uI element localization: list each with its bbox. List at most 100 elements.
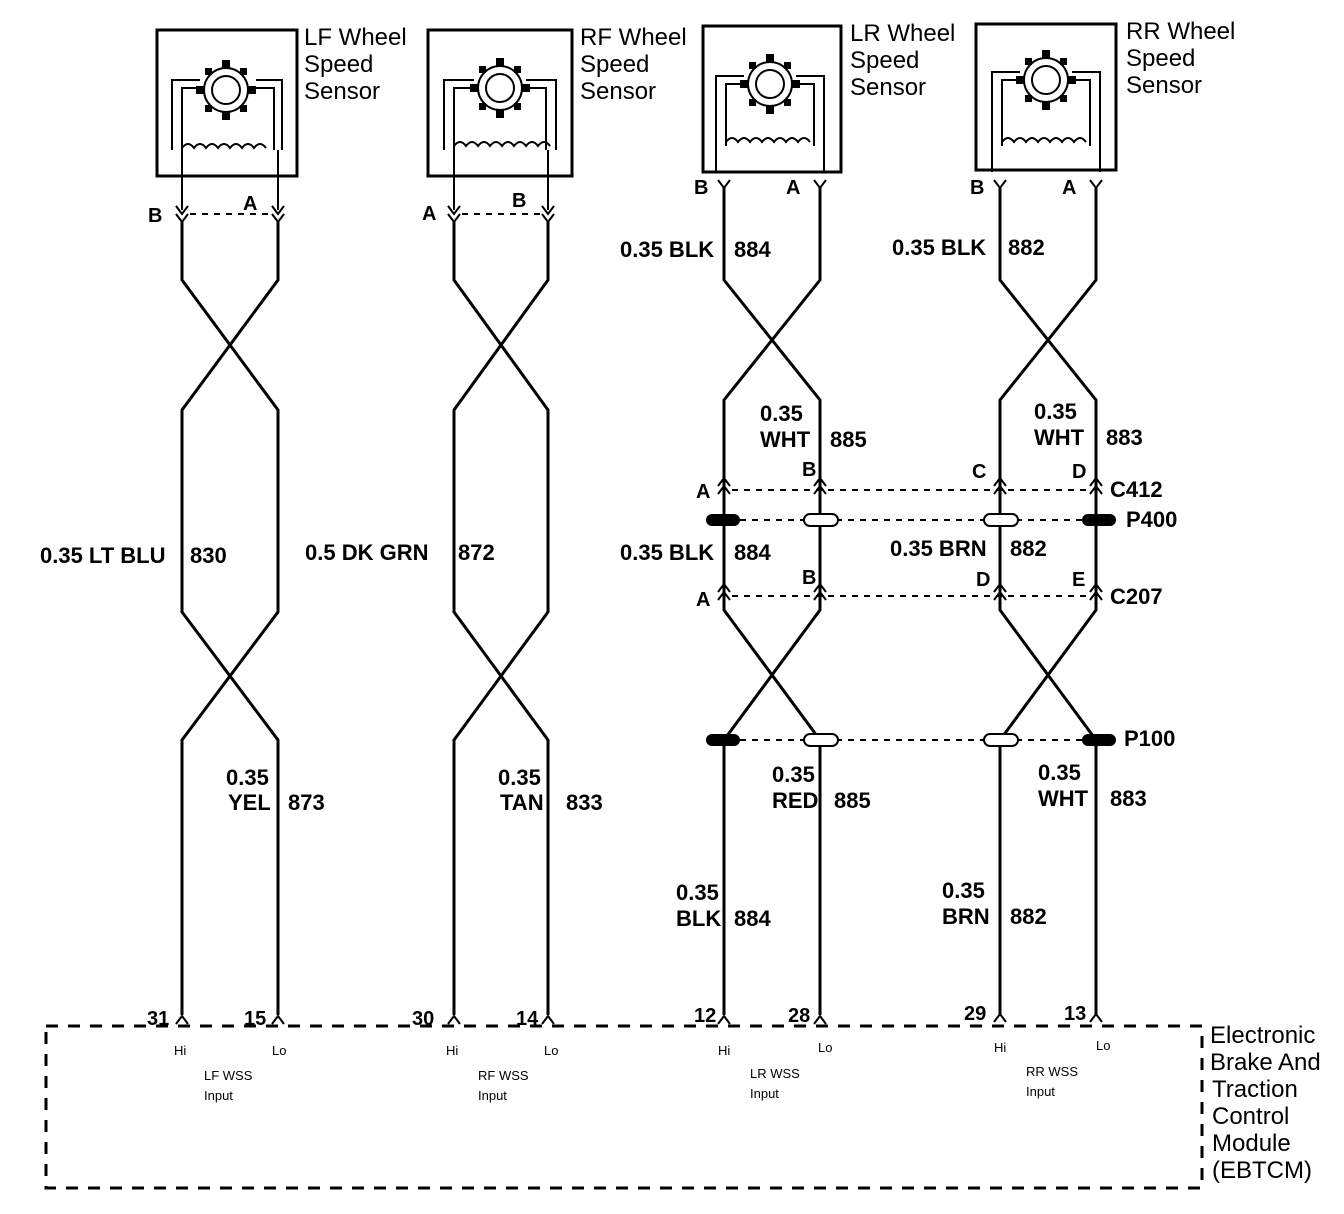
lr-tone-wheel-icon (739, 53, 801, 115)
rr-input-name-2: Input (1026, 1084, 1055, 1099)
lf-tone-wheel-icon (195, 59, 257, 121)
lf-sensor-title-1: LF Wheel (304, 24, 407, 51)
lf-wheel-speed-sensor: LF Wheel Speed Sensor (155, 24, 407, 178)
lf-pin-b: B (148, 205, 162, 227)
lf-input-name-1: LF WSS (204, 1068, 253, 1083)
ebtcm-title-6: (EBTCM) (1212, 1157, 1312, 1184)
c412-label: C412 (1110, 477, 1163, 502)
splice-p100: P100 (706, 726, 1175, 751)
lr-harness: B A 0.35 BLK 884 0.35 WHT 885 0.35 BLK 8… (620, 150, 871, 1015)
lf-harness: B A 0.35 LT BLU 830 0.35 YEL 873 (40, 150, 325, 1015)
lf-hi-pin-number: 31 (147, 1008, 169, 1030)
lr-input-name-2: Input (750, 1086, 779, 1101)
rr-brn-low-wire-circuit: 882 (1010, 904, 1047, 929)
rr-sensor-title-3: Sensor (1126, 72, 1202, 99)
rr-wheel-speed-sensor: RR Wheel Speed Sensor (974, 18, 1235, 172)
rr-wht-wire-circuit: 883 (1106, 425, 1143, 450)
lf-input-name-2: Input (204, 1088, 233, 1103)
lf-pin-a: A (243, 193, 257, 215)
lr-input-name-1: LR WSS (750, 1066, 800, 1081)
p400-splice-rr-wht-icon (1082, 514, 1116, 526)
lr-mid-wire-size: 0.35 BLK (620, 540, 714, 565)
lr-hi-label: Hi (718, 1043, 730, 1058)
lf-sensor-title-2: Speed (304, 51, 373, 78)
c207-label: C207 (1110, 584, 1163, 609)
rr-brn-low-wire-color: BRN (942, 904, 990, 929)
lr-wheel-speed-sensor: LR Wheel Speed Sensor (701, 20, 955, 174)
rf-wheel-speed-sensor: RF Wheel Speed Sensor (426, 24, 687, 178)
rr-input-name-1: RR WSS (1026, 1064, 1078, 1079)
p400-label: P400 (1126, 507, 1177, 532)
lr-wht-wire-color: WHT (760, 427, 811, 452)
rr-mid-wire-circuit: 882 (1010, 536, 1047, 561)
rr-harness: B A 0.35 BLK 882 0.35 WHT 883 0.35 BRN 8… (890, 150, 1147, 1015)
p100-splice-rr-brn-icon (983, 733, 1019, 747)
c207-pin-b: B (802, 567, 816, 589)
rr-lo-label: Lo (1096, 1038, 1110, 1053)
rr-brn-low-wire-size: 0.35 (942, 878, 985, 903)
lf-hi-label: Hi (174, 1043, 186, 1058)
lr-mid-wire-circuit: 884 (734, 540, 771, 565)
rr-pin-a: A (1062, 177, 1076, 199)
rf-sensor-title-2: Speed (580, 51, 649, 78)
ebtcm-title-4: Control (1212, 1103, 1289, 1130)
lr-coil-icon (725, 137, 811, 144)
p400-splice-lr-wht-icon (803, 513, 839, 527)
rf-upper-wire-size: 0.5 DK GRN (305, 540, 428, 565)
rf-hi-label: Hi (446, 1043, 458, 1058)
lf-lower-wire-circuit: 873 (288, 790, 325, 815)
lf-sensor-box (155, 28, 299, 178)
rf-lo-label: Lo (544, 1043, 558, 1058)
c412-pin-b: B (802, 459, 816, 481)
lf-lower-wire-size: 0.35 (226, 765, 269, 790)
lr-hi-pin-number: 12 (694, 1005, 716, 1027)
lf-lo-pin-number: 15 (244, 1008, 266, 1030)
connector-c207: A B D E C207 (696, 567, 1163, 611)
rr-coil-icon (1001, 137, 1087, 144)
lr-wss-input: 12 28 Hi Lo LR WSS Input (694, 1005, 832, 1101)
p100-splice-lr-red-icon (803, 733, 839, 747)
lr-red-wire-color: RED (772, 788, 818, 813)
rr-wht-low-wire-color: WHT (1038, 786, 1089, 811)
rr-hi-label: Hi (994, 1040, 1006, 1055)
lf-upper-wire-circuit: 830 (190, 543, 227, 568)
lf-upper-wire-size: 0.35 LT BLU (40, 543, 166, 568)
ebtcm-title-1: Electronic (1210, 1022, 1315, 1049)
lr-red-wire-circuit: 885 (834, 788, 871, 813)
rf-tone-wheel-icon (469, 57, 531, 119)
lf-lo-label: Lo (272, 1043, 286, 1058)
connector-c412: A B C D C412 (696, 459, 1163, 503)
rr-sensor-title-1: RR Wheel (1126, 18, 1235, 45)
lr-pin-b: B (694, 177, 708, 199)
rr-wss-input: 29 13 Hi Lo RR WSS Input (964, 1003, 1110, 1099)
lr-sensor-box (701, 24, 843, 174)
lr-sensor-title-1: LR Wheel (850, 20, 955, 47)
rf-sensor-title-1: RF Wheel (580, 24, 687, 51)
ebtcm-title-2: Brake And (1210, 1049, 1321, 1076)
rf-sensor-box (426, 28, 574, 178)
rr-sensor-box (974, 22, 1118, 172)
rr-tone-wheel-icon (1015, 49, 1077, 111)
rf-input-name-1: RF WSS (478, 1068, 529, 1083)
lr-blk-low-wire-color: BLK (676, 906, 721, 931)
c207-pin-e: E (1072, 569, 1085, 591)
rf-harness: A B 0.5 DK GRN 872 0.35 TAN 833 (305, 150, 603, 1015)
rf-lower-wire-circuit: 833 (566, 790, 603, 815)
rf-lo-pin-number: 14 (516, 1008, 539, 1030)
p400-splice-rr-brn-icon (983, 513, 1019, 527)
lr-sensor-title-2: Speed (850, 47, 919, 74)
rf-pin-a: A (422, 203, 436, 225)
lr-lo-pin-number: 28 (788, 1005, 810, 1027)
rf-upper-wire-circuit: 872 (458, 540, 495, 565)
rr-hi-pin-number: 29 (964, 1003, 986, 1025)
p400-splice-lr-blk-icon (706, 514, 740, 526)
p100-splice-lr-blk-icon (706, 734, 740, 746)
splice-p400: P400 (706, 507, 1177, 532)
rf-hi-pin-number: 30 (412, 1008, 434, 1030)
rf-sensor-title-3: Sensor (580, 78, 656, 105)
c412-pin-c: C (972, 461, 986, 483)
rf-wss-input: 30 14 Hi Lo RF WSS Input (412, 1008, 558, 1103)
rr-wht-low-wire-size: 0.35 (1038, 760, 1081, 785)
rr-lo-pin-number: 13 (1064, 1003, 1086, 1025)
rf-coil-icon (453, 141, 551, 148)
